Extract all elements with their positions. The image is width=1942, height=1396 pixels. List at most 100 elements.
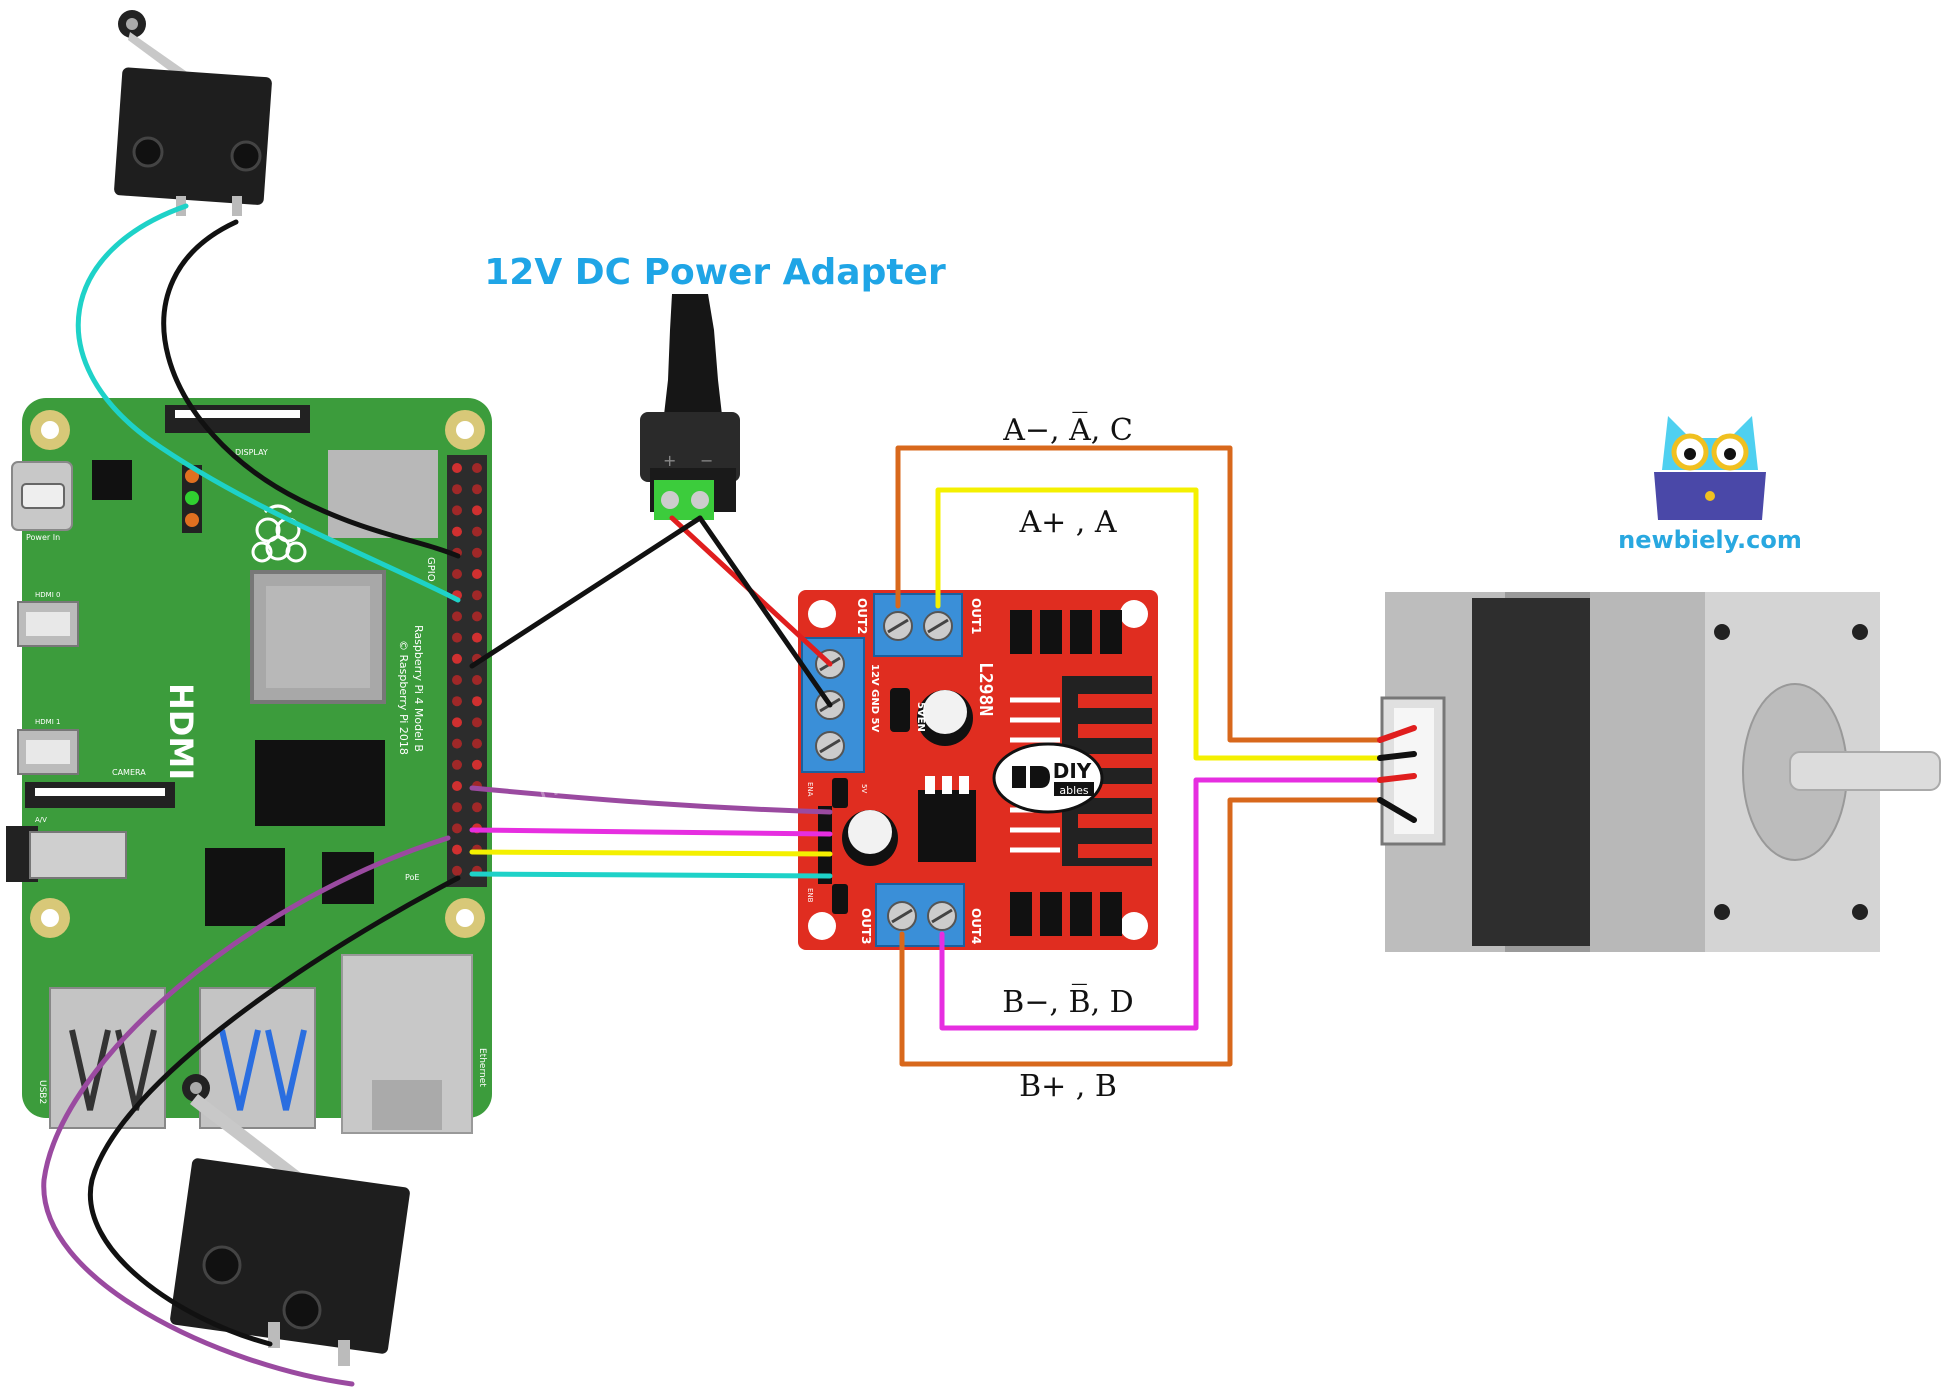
wire-black-switch1: [161, 219, 461, 559]
gpio-pin: [472, 569, 482, 579]
gpio-pin: [472, 717, 482, 728]
hdmi-ports: [17, 601, 79, 775]
display-label: DISPLAY: [235, 448, 268, 457]
gpio-pin: [452, 463, 462, 473]
ena-label: ENA: [806, 782, 814, 797]
coil-label-b-minus: B−, B̅, D: [1002, 984, 1133, 1020]
gpio-header: [447, 455, 487, 887]
gpio-pin: [452, 802, 462, 813]
wires: [41, 203, 1417, 1387]
gpio-pin: [472, 696, 482, 707]
usb-controller-chip: [205, 848, 285, 926]
ena-jumper: [832, 778, 848, 808]
terminal-out3-out4: [875, 883, 965, 947]
usb3-ports: [199, 987, 316, 1129]
gpio-pin: [452, 611, 462, 622]
enb-label: ENB: [806, 888, 814, 903]
gpio-pin: [452, 844, 462, 855]
5ven-jumper: [890, 688, 910, 732]
watermark-text: newbiely.com: [530, 699, 761, 808]
chip-label: L298N: [975, 662, 996, 716]
raspberry-pi-board: DISPLAY Power In HDMI 0: [6, 398, 492, 1134]
fivev-pin-label: 5V: [860, 784, 868, 793]
gpio-pin: [452, 759, 462, 770]
gpio-pin: [472, 484, 482, 495]
hdmi1-label: HDMI 1: [35, 718, 60, 726]
input-pins: [818, 806, 832, 884]
gpio-pin: [472, 759, 482, 770]
motor-shaft: [1789, 751, 1941, 791]
gpio-pin: [472, 526, 482, 537]
dc-power-jack: + −: [640, 294, 740, 520]
diagram-title: 12V DC Power Adapter: [484, 252, 946, 293]
gpio-pin: [452, 675, 462, 685]
l298n-driver-board: L298N 5VEN 12V GND 5V: [798, 590, 1158, 950]
gpio-pin: [472, 505, 482, 516]
poe-label: PoE: [405, 873, 420, 882]
gpio-pin: [472, 463, 482, 473]
gpio-pin: [452, 781, 462, 791]
wifi-shield: [328, 450, 438, 538]
limit-switch-bottom: [170, 1074, 410, 1366]
gpio-pin: [472, 802, 482, 813]
out2-label: OUT2: [855, 598, 869, 634]
av-label: A/V: [35, 816, 47, 824]
gpio-label: GPIO: [425, 557, 436, 582]
gpio-pin: [452, 505, 462, 516]
coil-label-a-minus: A−, A̅, C: [1002, 412, 1133, 448]
gpio-pin: [452, 632, 462, 643]
wire-orange-b-plus: [899, 797, 1383, 1067]
diyables-logo: DIY ables: [992, 742, 1104, 814]
diodes-bottom: [1010, 892, 1122, 936]
terminal-power: [801, 637, 865, 773]
gpio-pin: [452, 484, 462, 495]
gpio-pin: [452, 823, 462, 834]
power-in-label: Power In: [26, 533, 60, 542]
out1-label: OUT1: [969, 598, 983, 634]
stepper-motor: [1380, 592, 1941, 952]
enb-jumper: [832, 884, 848, 914]
wire-black-switch2: [87, 875, 461, 1347]
power-terminal-label: 12V GND 5V: [869, 664, 880, 732]
gpio-pin: [472, 547, 482, 558]
gpio-pin: [452, 865, 462, 876]
coil-label-b-plus: B+ , B: [1019, 1069, 1117, 1104]
camera-label: CAMERA: [112, 768, 146, 777]
gpio-pin: [452, 696, 462, 707]
ethernet-label: Ethernet: [477, 1048, 487, 1087]
logo-ables-text: ables: [1059, 784, 1089, 797]
jack-minus-label: −: [700, 451, 713, 470]
wire-black-gnd: [697, 515, 833, 708]
wire-cyan-in4: [469, 871, 833, 879]
coil-label-a-plus: A+ , A: [1018, 505, 1116, 540]
wire-magenta-in2: [469, 827, 833, 837]
wire-black-gnd-pi: [469, 515, 703, 669]
limit-switch-top: [114, 10, 272, 216]
model-label: Raspberry Pi 4 Model B: [412, 625, 425, 752]
voltage-regulator: [918, 790, 976, 862]
5ven-label: 5VEN: [915, 702, 926, 732]
ram-chip: [255, 740, 385, 826]
gpio-pin: [452, 526, 462, 537]
terminal-out1-out2: [873, 593, 963, 657]
hdmi0-label: HDMI 0: [35, 591, 60, 599]
out3-label: OUT3: [859, 908, 873, 944]
wire-cyan-switch1: [75, 203, 461, 603]
gpio-pin: [472, 738, 482, 749]
wire-magenta-b-minus: [939, 777, 1383, 1031]
logo-diy-text: DIY: [1053, 759, 1092, 783]
jack-plus-label: +: [663, 451, 676, 470]
wire-purple-switch2: [41, 835, 451, 1387]
ethernet-port: [341, 954, 473, 1134]
copyright-label: © Raspberry Pi 2018: [397, 640, 410, 755]
brand-name: newbiely.com: [1618, 526, 1802, 554]
usb2-label: USB2: [37, 1080, 47, 1104]
gpio-pin: [472, 590, 482, 601]
hdmi-label: HDMI: [162, 683, 200, 780]
gpio-pin: [452, 569, 462, 579]
owl-icon: [1654, 416, 1766, 520]
wire-orange-a-minus: [895, 445, 1383, 743]
wire-yellow-in3: [469, 849, 833, 857]
wire-yellow-a-plus: [935, 487, 1383, 761]
